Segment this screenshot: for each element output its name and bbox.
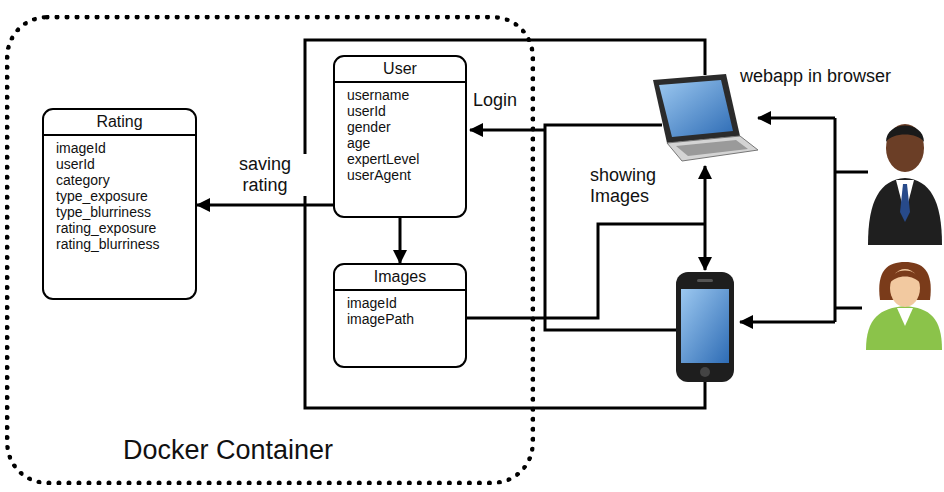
user-arrow <box>740 321 835 324</box>
laptop-icon <box>653 74 758 161</box>
entity-field: username <box>335 87 465 103</box>
phone-icon <box>676 272 734 382</box>
field-list: imageIdimagePath <box>335 291 465 327</box>
man-figure <box>868 124 942 245</box>
entity-title: Images <box>335 265 465 291</box>
woman-figure <box>866 262 942 350</box>
field-list: imageIduserIdcategorytype_exposuretype_b… <box>44 136 195 252</box>
container-title: Docker Container <box>123 435 333 466</box>
server-frame <box>305 40 705 408</box>
entity-field: rating_exposure <box>44 220 195 236</box>
entity-field: rating_blurriness <box>44 236 195 252</box>
entity-field: age <box>335 135 465 151</box>
entity-title: User <box>335 57 465 83</box>
entity-field: userAgent <box>335 167 465 183</box>
connector-arrow <box>399 218 402 263</box>
images-arrow <box>704 224 707 270</box>
entity-box: ImagesimageIdimagePath <box>333 263 467 368</box>
images-arrow <box>704 166 707 224</box>
images-wire <box>467 224 705 318</box>
entity-title: Rating <box>44 110 195 136</box>
user-wire <box>835 118 868 322</box>
entity-field: userId <box>44 156 195 172</box>
annotation-label: webapp in browser <box>738 66 893 87</box>
entity-field: imagePath <box>335 311 465 327</box>
annotation-label: showing Images <box>588 165 684 207</box>
entity-field: expertLevel <box>335 151 465 167</box>
connector-arrow <box>197 204 333 207</box>
docker-container: Docker ContainerRatingimageIduserIdcateg… <box>5 15 535 485</box>
entity-field: imageId <box>335 295 465 311</box>
edge-label: saving rating <box>223 154 307 196</box>
entity-box: UserusernameuserIdgenderageexpertLevelus… <box>333 55 467 218</box>
entity-field: type_blurriness <box>44 204 195 220</box>
entity-box: RatingimageIduserIdcategorytype_exposure… <box>42 108 197 300</box>
user-arrow <box>758 117 835 120</box>
login-wire <box>545 125 676 330</box>
entity-field: category <box>44 172 195 188</box>
entity-field: type_exposure <box>44 188 195 204</box>
entity-field: userId <box>335 103 465 119</box>
field-list: usernameuserIdgenderageexpertLeveluserAg… <box>335 83 465 183</box>
entity-field: imageId <box>44 140 195 156</box>
entity-field: gender <box>335 119 465 135</box>
annotation-label: Login <box>471 90 519 111</box>
